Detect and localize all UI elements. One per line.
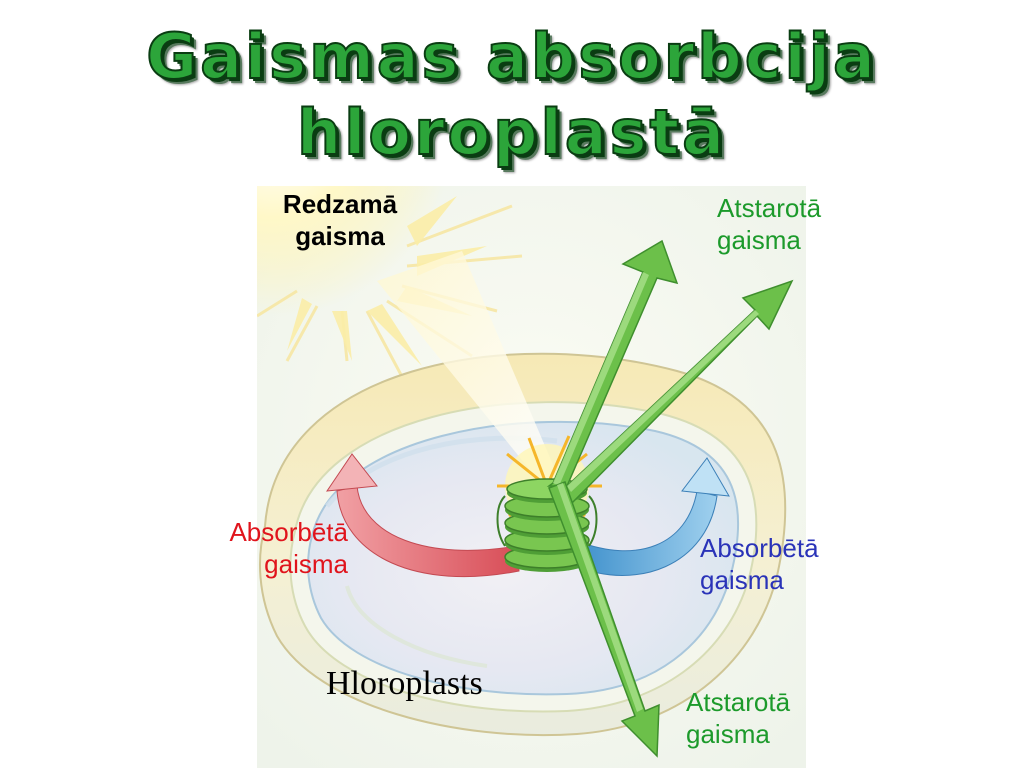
reflected-top-label-line1: Atstarotā <box>717 193 822 223</box>
reflected-light-label-top: Atstarotā gaisma <box>717 192 821 256</box>
reflected-bottom-label-line1: Atstarotā <box>686 687 791 717</box>
visible-light-label-line2: gaisma <box>295 221 385 251</box>
absorbed-red-label-line1: Absorbētā <box>229 517 348 547</box>
absorbed-light-label-red: Absorbētā gaisma <box>172 516 348 580</box>
absorbed-light-label-blue: Absorbētā gaisma <box>700 532 819 596</box>
reflected-arrow-top-1 <box>546 239 679 487</box>
chloroplast-label: Hloroplasts <box>326 665 483 702</box>
reflected-arrow-bottom <box>548 481 660 758</box>
absorbed-arrow-blue <box>574 457 730 576</box>
visible-light-label-line1: Redzamā <box>282 189 398 219</box>
reflected-light-label-bottom: Atstarotā gaisma <box>686 686 790 750</box>
absorbed-blue-label-line1: Absorbētā <box>700 533 819 563</box>
absorbed-arrow-red <box>325 453 520 578</box>
absorbed-red-label-line2: gaisma <box>264 549 348 579</box>
chloroplast-diagram <box>257 186 806 768</box>
incoming-light-beam <box>377 251 562 491</box>
absorbed-blue-label-line2: gaisma <box>700 565 784 595</box>
reflected-arrow-top-2 <box>555 279 794 506</box>
reflected-top-label-line2: gaisma <box>717 225 801 255</box>
title-line-2: hloroplastā <box>296 96 727 169</box>
reflected-bottom-label-line2: gaisma <box>686 719 770 749</box>
title-line-1: Gaismas absorbcija <box>145 20 878 93</box>
visible-light-label: Redzamā gaisma <box>258 188 422 252</box>
